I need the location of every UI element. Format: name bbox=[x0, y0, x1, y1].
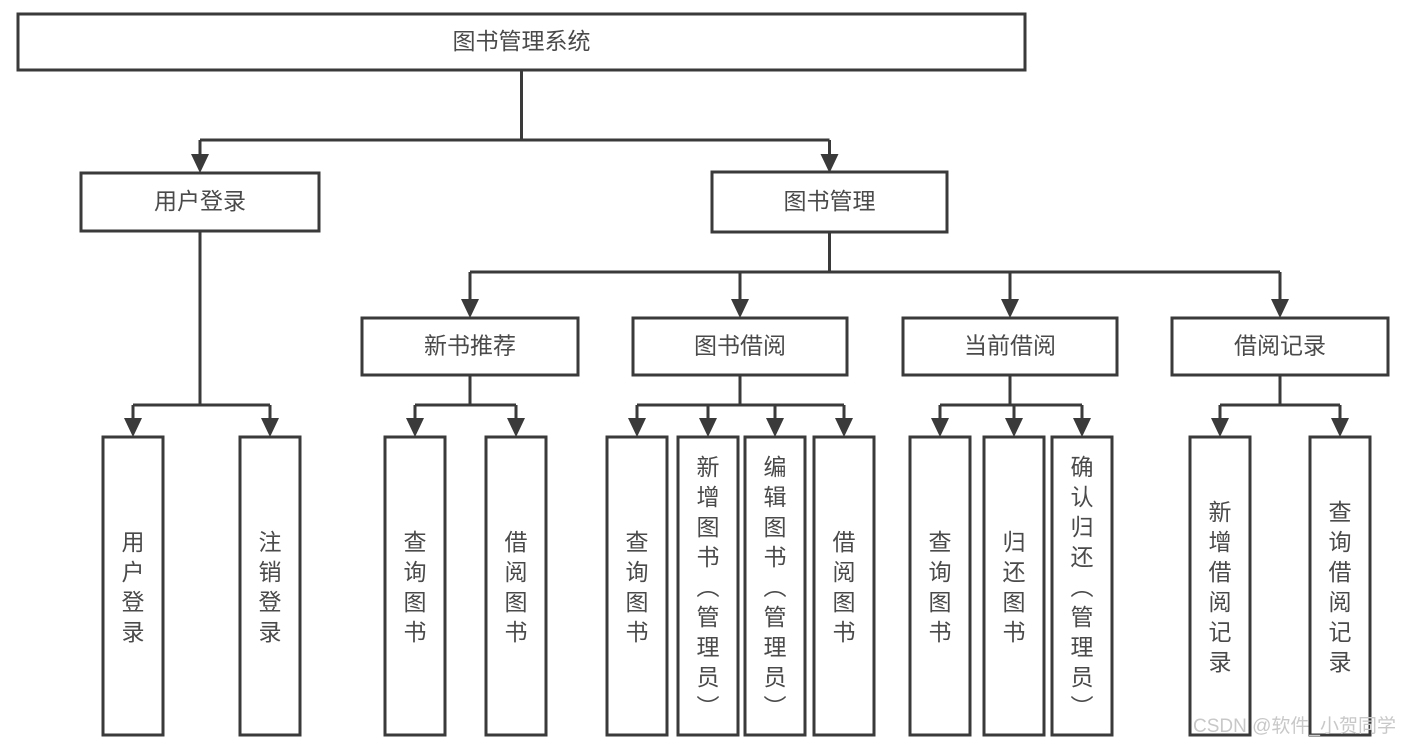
node-box bbox=[908, 435, 972, 737]
arrow-head bbox=[1331, 418, 1349, 437]
connector-layer bbox=[124, 70, 1349, 437]
node-label: 用户登录 bbox=[154, 188, 246, 214]
node-label: 借阅记录 bbox=[1234, 333, 1326, 359]
arrow-head bbox=[1005, 418, 1023, 437]
node-box bbox=[605, 435, 669, 737]
node-leaf-return-book[interactable]: 归还图书 bbox=[982, 435, 1046, 737]
node-leaf-add-book[interactable]: 新增图书︵管理员︶ bbox=[676, 435, 740, 737]
node-book-borrow[interactable]: 图书借阅 bbox=[631, 316, 849, 377]
node-box bbox=[484, 435, 548, 737]
arrow-head bbox=[820, 154, 839, 173]
arrow-head bbox=[1073, 418, 1091, 437]
node-box bbox=[1170, 316, 1390, 377]
node-leaf-add-record[interactable]: 新增借阅记录 bbox=[1188, 435, 1252, 737]
node-box bbox=[1188, 435, 1252, 737]
node-leaf-query-record[interactable]: 查询借阅记录 bbox=[1308, 435, 1372, 737]
node-label: 编辑图书︵管理员︶ bbox=[764, 454, 787, 720]
node-label: 查询图书 bbox=[404, 529, 427, 645]
node-box bbox=[1050, 435, 1114, 737]
node-label: 新增图书︵管理员︶ bbox=[697, 454, 720, 720]
node-label: 借阅图书 bbox=[505, 529, 528, 645]
node-leaf-query-book-a[interactable]: 查询图书 bbox=[383, 435, 447, 737]
node-book-manage[interactable]: 图书管理 bbox=[710, 170, 949, 234]
arrow-head bbox=[1211, 418, 1229, 437]
node-new-book-rec[interactable]: 新书推荐 bbox=[360, 316, 580, 377]
arrow-head bbox=[261, 418, 279, 437]
node-leaf-borrow-book-a[interactable]: 借阅图书 bbox=[484, 435, 548, 737]
node-leaf-query-book-c[interactable]: 查询图书 bbox=[908, 435, 972, 737]
node-label: 借阅图书 bbox=[833, 529, 856, 645]
arrow-head bbox=[461, 299, 479, 318]
node-leaf-logout[interactable]: 注销登录 bbox=[238, 435, 302, 737]
arrow-head bbox=[1001, 299, 1019, 318]
arrow-head bbox=[931, 418, 949, 437]
node-box bbox=[79, 171, 321, 233]
node-label: 查询借阅记录 bbox=[1329, 499, 1352, 675]
node-label: 用户登录 bbox=[122, 529, 145, 645]
node-box bbox=[710, 170, 949, 234]
node-label: 确认归还︵管理员︶ bbox=[1071, 454, 1094, 720]
node-leaf-query-book-b[interactable]: 查询图书 bbox=[605, 435, 669, 737]
node-label: 图书管理 bbox=[784, 188, 876, 214]
arrow-head bbox=[699, 418, 717, 437]
node-box bbox=[238, 435, 302, 737]
node-login[interactable]: 用户登录 bbox=[79, 171, 321, 233]
node-label: 图书管理系统 bbox=[453, 28, 591, 54]
node-label: 查询图书 bbox=[626, 529, 649, 645]
node-box bbox=[743, 435, 807, 737]
arrow-head bbox=[124, 418, 142, 437]
node-borrow-record[interactable]: 借阅记录 bbox=[1170, 316, 1390, 377]
node-box bbox=[16, 12, 1027, 72]
arrow-head bbox=[835, 418, 853, 437]
node-box bbox=[676, 435, 740, 737]
csdn-watermark: CSDN @软件_小贺同学 bbox=[1193, 715, 1396, 737]
arrow-head bbox=[191, 154, 209, 173]
node-current-borrow[interactable]: 当前借阅 bbox=[901, 316, 1119, 377]
arrow-head bbox=[628, 418, 646, 437]
arrow-head bbox=[1271, 299, 1289, 318]
arrow-head bbox=[731, 299, 749, 318]
node-label: 查询图书 bbox=[929, 529, 952, 645]
node-root[interactable]: 图书管理系统 bbox=[16, 12, 1027, 72]
node-label: 新增借阅记录 bbox=[1209, 499, 1232, 675]
node-box bbox=[360, 316, 580, 377]
node-box bbox=[631, 316, 849, 377]
node-box bbox=[812, 435, 876, 737]
arrow-head bbox=[507, 418, 525, 437]
node-label: 当前借阅 bbox=[964, 333, 1056, 359]
node-label: 图书借阅 bbox=[694, 333, 786, 359]
node-box bbox=[101, 435, 165, 737]
node-box bbox=[901, 316, 1119, 377]
node-layer: 图书管理系统用户登录图书管理新书推荐图书借阅当前借阅借阅记录用户登录注销登录查询… bbox=[16, 12, 1390, 737]
node-label: 注销登录 bbox=[259, 529, 282, 645]
node-leaf-edit-book[interactable]: 编辑图书︵管理员︶ bbox=[743, 435, 807, 737]
node-leaf-confirm-return[interactable]: 确认归还︵管理员︶ bbox=[1050, 435, 1114, 737]
arrow-head bbox=[406, 418, 424, 437]
node-box bbox=[383, 435, 447, 737]
node-box bbox=[982, 435, 1046, 737]
node-leaf-user-login[interactable]: 用户登录 bbox=[101, 435, 165, 737]
node-label: 新书推荐 bbox=[424, 333, 516, 359]
node-box bbox=[1308, 435, 1372, 737]
arrow-head bbox=[766, 418, 784, 437]
node-leaf-borrow-book-b[interactable]: 借阅图书 bbox=[812, 435, 876, 737]
node-label: 归还图书 bbox=[1003, 529, 1026, 645]
